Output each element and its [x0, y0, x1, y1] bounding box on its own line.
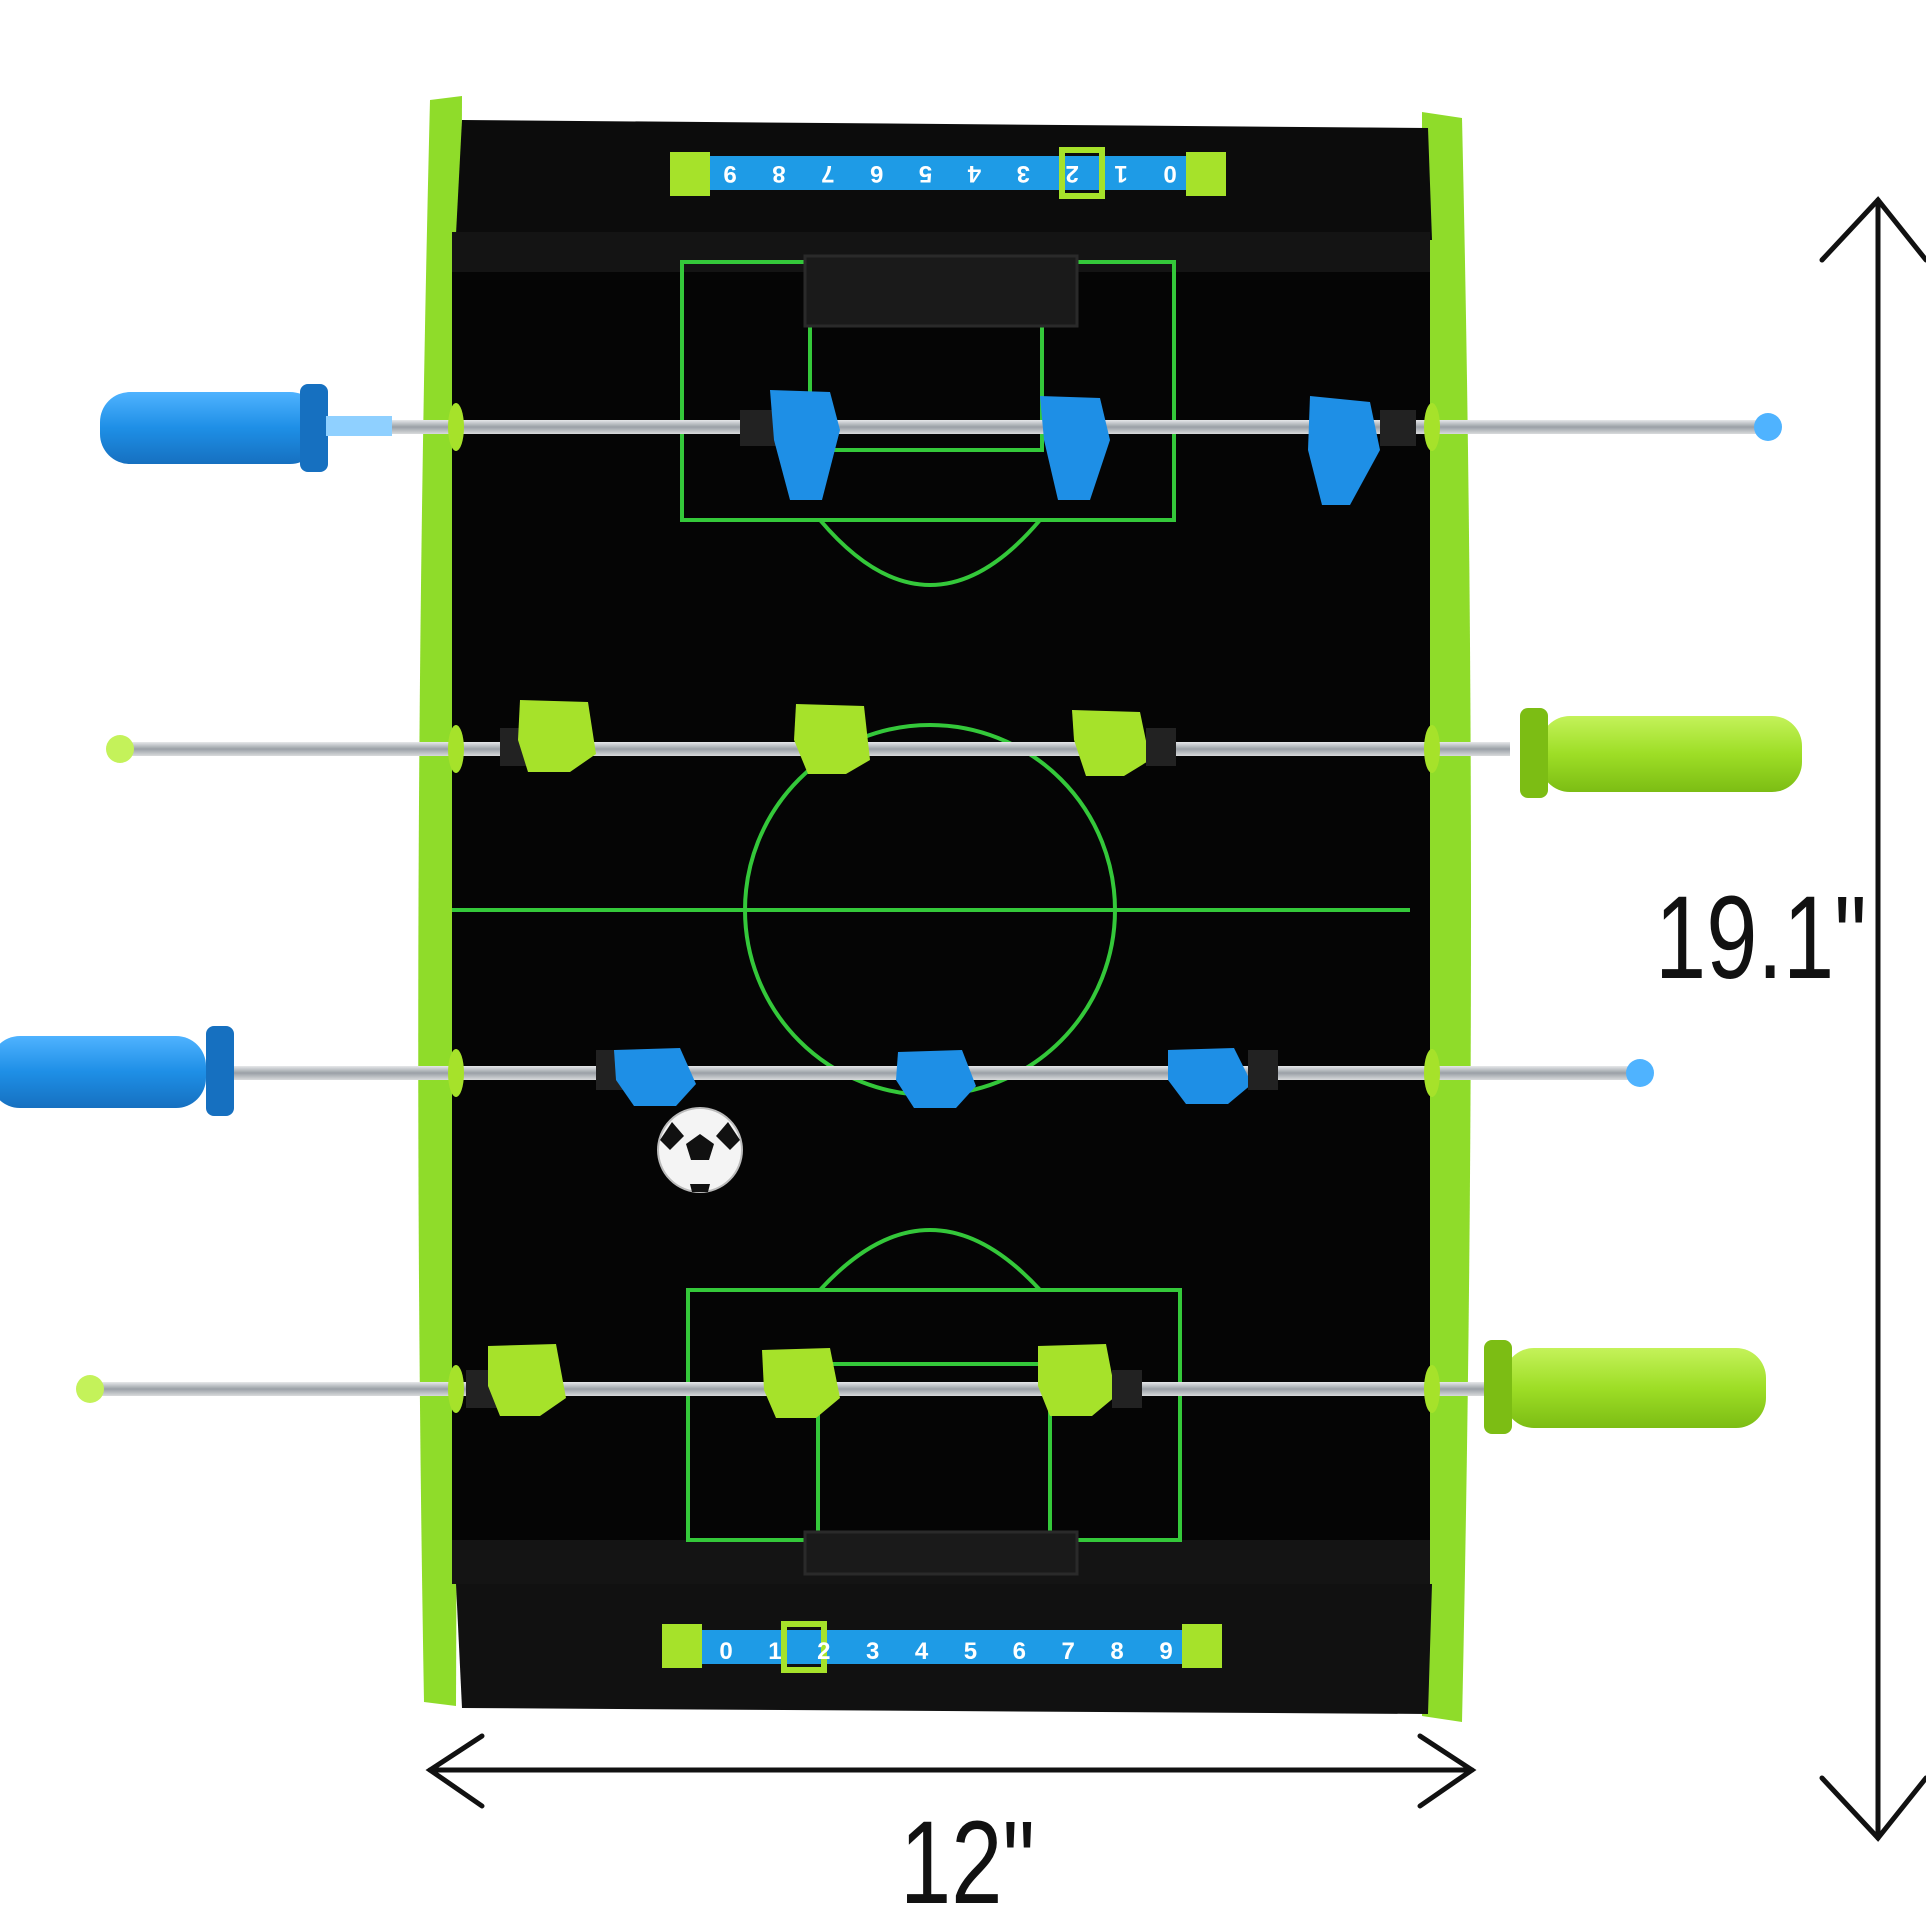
score-digit-top-0: 0 — [1163, 160, 1176, 187]
player-figure — [466, 1344, 566, 1416]
width-dimension-arrow — [425, 1733, 1477, 1809]
score-digit-bottom-4: 4 — [915, 1638, 929, 1665]
score-digit-top-4: 4 — [967, 160, 981, 187]
score-digit-top-7: 7 — [821, 160, 834, 187]
player-figure — [1072, 710, 1176, 776]
rod-bumpers — [448, 403, 1440, 1413]
score-digit-bottom-7: 7 — [1062, 1638, 1075, 1665]
height-dimension-label: 19.1" — [1655, 872, 1867, 1004]
players-rod-4 — [466, 1344, 1142, 1418]
players-rod-2 — [500, 700, 1176, 776]
player-figure — [500, 700, 596, 772]
scoreboard-bottom — [662, 1621, 1222, 1673]
rod-1-handle-left — [100, 392, 320, 464]
rod-3-handle-left — [0, 1036, 206, 1108]
score-digit-bottom-9: 9 — [1159, 1638, 1172, 1665]
score-digit-top-3: 3 — [1017, 160, 1030, 187]
player-figure — [794, 704, 870, 774]
score-digit-top-8: 8 — [772, 160, 785, 187]
score-marker-top — [1059, 147, 1105, 199]
score-digit-top-9: 9 — [723, 160, 736, 187]
players-rod-1 — [740, 390, 1416, 505]
score-digits: 9 8 7 6 5 4 3 2 1 0 0 1 2 3 4 5 6 7 8 9 — [719, 160, 1176, 1665]
score-digit-top-6: 6 — [870, 160, 883, 187]
score-digit-bottom-5: 5 — [964, 1638, 977, 1665]
top-goal — [803, 254, 1079, 328]
player-figure — [740, 390, 840, 500]
score-digit-bottom-8: 8 — [1110, 1638, 1123, 1665]
player-figure — [1308, 396, 1416, 505]
player-figure — [762, 1348, 840, 1418]
score-digit-bottom-2: 2 — [817, 1638, 830, 1665]
score-digit-top-5: 5 — [919, 160, 932, 187]
score-digit-top-2: 2 — [1066, 160, 1079, 187]
score-digit-top-1: 1 — [1114, 160, 1127, 187]
right-side-rail — [1422, 112, 1471, 1722]
height-dimension-arrow — [1819, 196, 1926, 1842]
player-figure — [896, 1050, 976, 1108]
score-digit-bottom-6: 6 — [1013, 1638, 1026, 1665]
left-side-rail — [418, 96, 462, 1706]
score-digit-bottom-1: 1 — [768, 1638, 781, 1665]
rod-4-handle-right — [1504, 1348, 1766, 1428]
score-digit-bottom-0: 0 — [719, 1638, 732, 1665]
width-dimension-label: 12" — [900, 1797, 1036, 1929]
score-bar-top — [710, 156, 1186, 190]
player-figure — [1168, 1048, 1278, 1104]
bottom-goal — [803, 1530, 1079, 1576]
score-marker-bottom — [781, 1621, 827, 1673]
scoreboard-top — [670, 147, 1226, 199]
score-digit-bottom-3: 3 — [866, 1638, 879, 1665]
rod-2-handle-right — [1540, 716, 1802, 792]
player-figure — [1040, 396, 1110, 500]
player-figure — [1038, 1344, 1142, 1416]
players-rod-3 — [596, 1048, 1278, 1108]
player-figure — [596, 1048, 696, 1106]
soccer-ball — [657, 1107, 743, 1193]
